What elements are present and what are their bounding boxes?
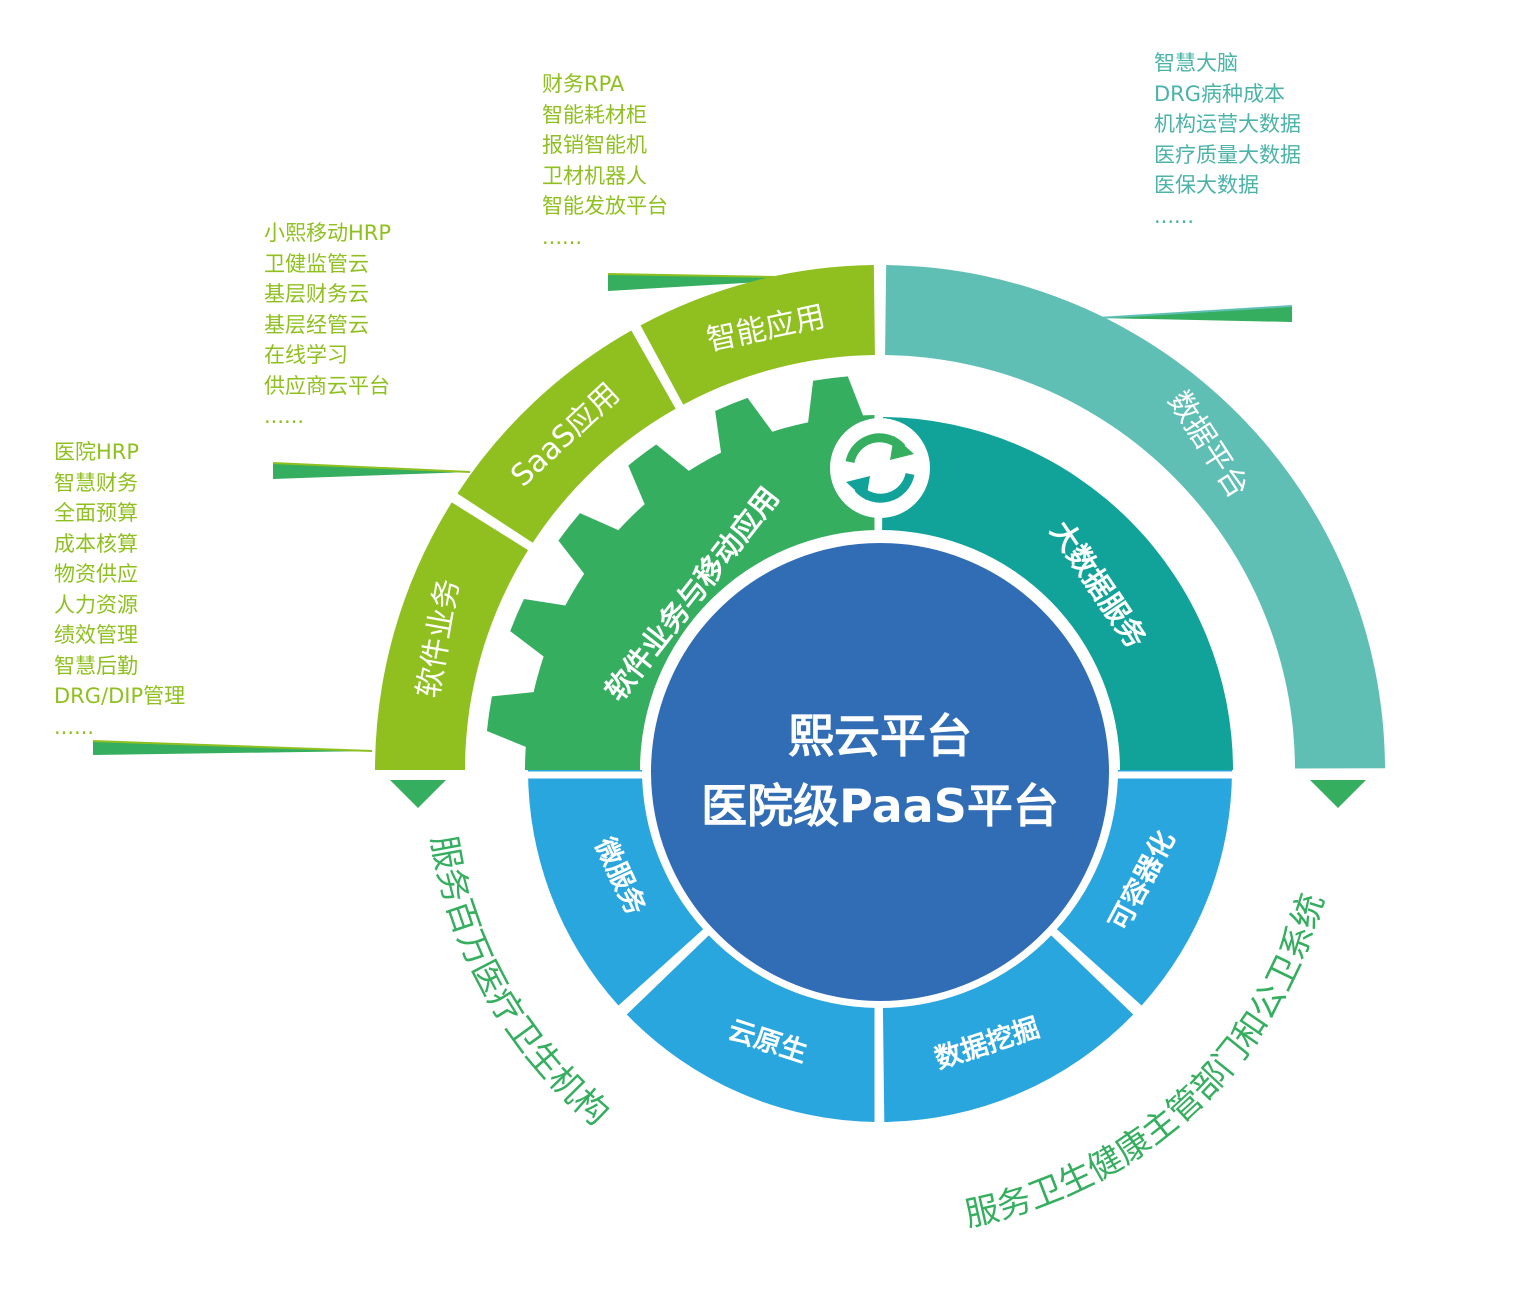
list-item: ...... [542,224,583,249]
center-title-line2: 医院级PaaS平台 [701,779,1059,833]
outer-segment-software [375,502,529,770]
list-item: DRG/DIP管理 [54,684,186,708]
list-item: 绩效管理 [54,623,138,647]
list-item: 卫材机器人 [542,163,647,188]
inner-bottom-ring [528,770,1232,1122]
list-item: 在线学习 [264,343,348,367]
inner-segment-data-mining [882,935,1134,1122]
inner-segment-big-data [882,417,1233,770]
pointer-line-saas [273,463,470,479]
center-title-line1: 熙云平台 [788,709,972,763]
list-item: 小熙移动HRP [264,221,392,245]
list-item: 智能耗材柜 [542,102,647,127]
list-item: DRG病种成本 [1154,81,1286,106]
inner-segment-microservice [528,770,704,1006]
list-item: 智慧大脑 [1154,51,1238,75]
outer-segment-data-platform [885,265,1385,769]
list-smart: 财务RPA 智能耗材柜 报销智能机 卫材机器人 智能发放平台 ...... [542,69,668,252]
list-item: 智能发放平台 [542,194,668,218]
list-item: 智慧财务 [54,470,138,495]
list-item: 报销智能机 [542,133,647,157]
list-software: 医院HRP 智慧财务 全面预算 成本核算 物资供应 人力资源 绩效管理 智慧后勤… [54,437,185,742]
list-item: 医保大数据 [1154,173,1259,197]
outer-ring [375,265,1385,770]
list-item: 财务RPA [542,72,625,96]
inner-segment-software-mobile [486,376,878,770]
inner-segment-containerization [1056,770,1232,1006]
list-item: 成本核算 [54,531,138,556]
list-item: 智慧后勤 [54,653,138,678]
list-item: ...... [54,714,95,739]
outer-segment-smart [640,265,875,405]
list-item: 物资供应 [54,562,138,586]
outer-segment-saas [457,330,676,543]
center-circle [645,537,1115,1007]
list-item: 医疗质量大数据 [1154,142,1301,167]
list-item: 全面预算 [54,501,138,525]
list-item: 基层经管云 [264,312,369,337]
list-item: 供应商云平台 [264,373,390,398]
list-saas: 小熙移动HRP 卫健监管云 基层财务云 基层经管云 在线学习 供应商云平台 ..… [264,218,391,432]
down-arrow-icon [390,780,446,808]
list-item: 机构运营大数据 [1154,112,1301,136]
list-data: 智慧大脑 DRG病种成本 机构运营大数据 医疗质量大数据 医保大数据 .....… [1154,48,1301,231]
list-item: 人力资源 [54,592,138,617]
list-item: ...... [264,404,305,428]
list-item: 卫健监管云 [264,251,369,276]
list-item: 医院HRP [54,440,140,464]
list-item: 基层财务云 [264,282,369,306]
inner-segment-cloud-native [626,935,878,1122]
list-item: ...... [1154,203,1195,228]
refresh-icon [830,418,930,518]
down-arrow-icon [1310,780,1366,808]
